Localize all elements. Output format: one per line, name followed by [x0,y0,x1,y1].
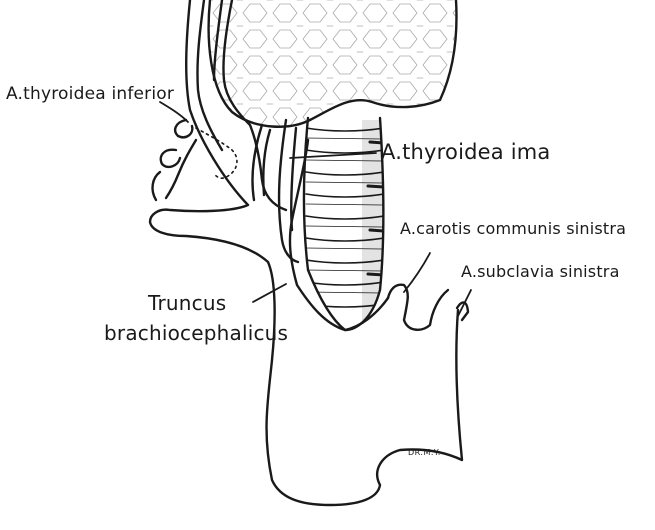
label-truncus: Truncus [148,291,226,315]
trachea [304,118,384,330]
dotted-vessel-course [196,128,237,178]
leader-truncus [253,284,286,302]
leader-carotis [404,253,430,292]
label-subclavia-sinistra: A.subclavia sinistra [461,262,620,281]
label-thyroidea-inferior: A.thyroidea inferior [6,84,174,104]
label-carotis-communis-sinistra: A.carotis communis sinistra [400,219,626,238]
thyroid-gland [209,0,457,127]
artist-signature: DR.M.Y. [408,448,441,457]
label-brachiocephalicus: brachiocephalicus [104,321,288,345]
label-thyroidea-ima: A.thyroidea ima [381,140,550,164]
leader-thyroidea-inferior [160,102,188,122]
